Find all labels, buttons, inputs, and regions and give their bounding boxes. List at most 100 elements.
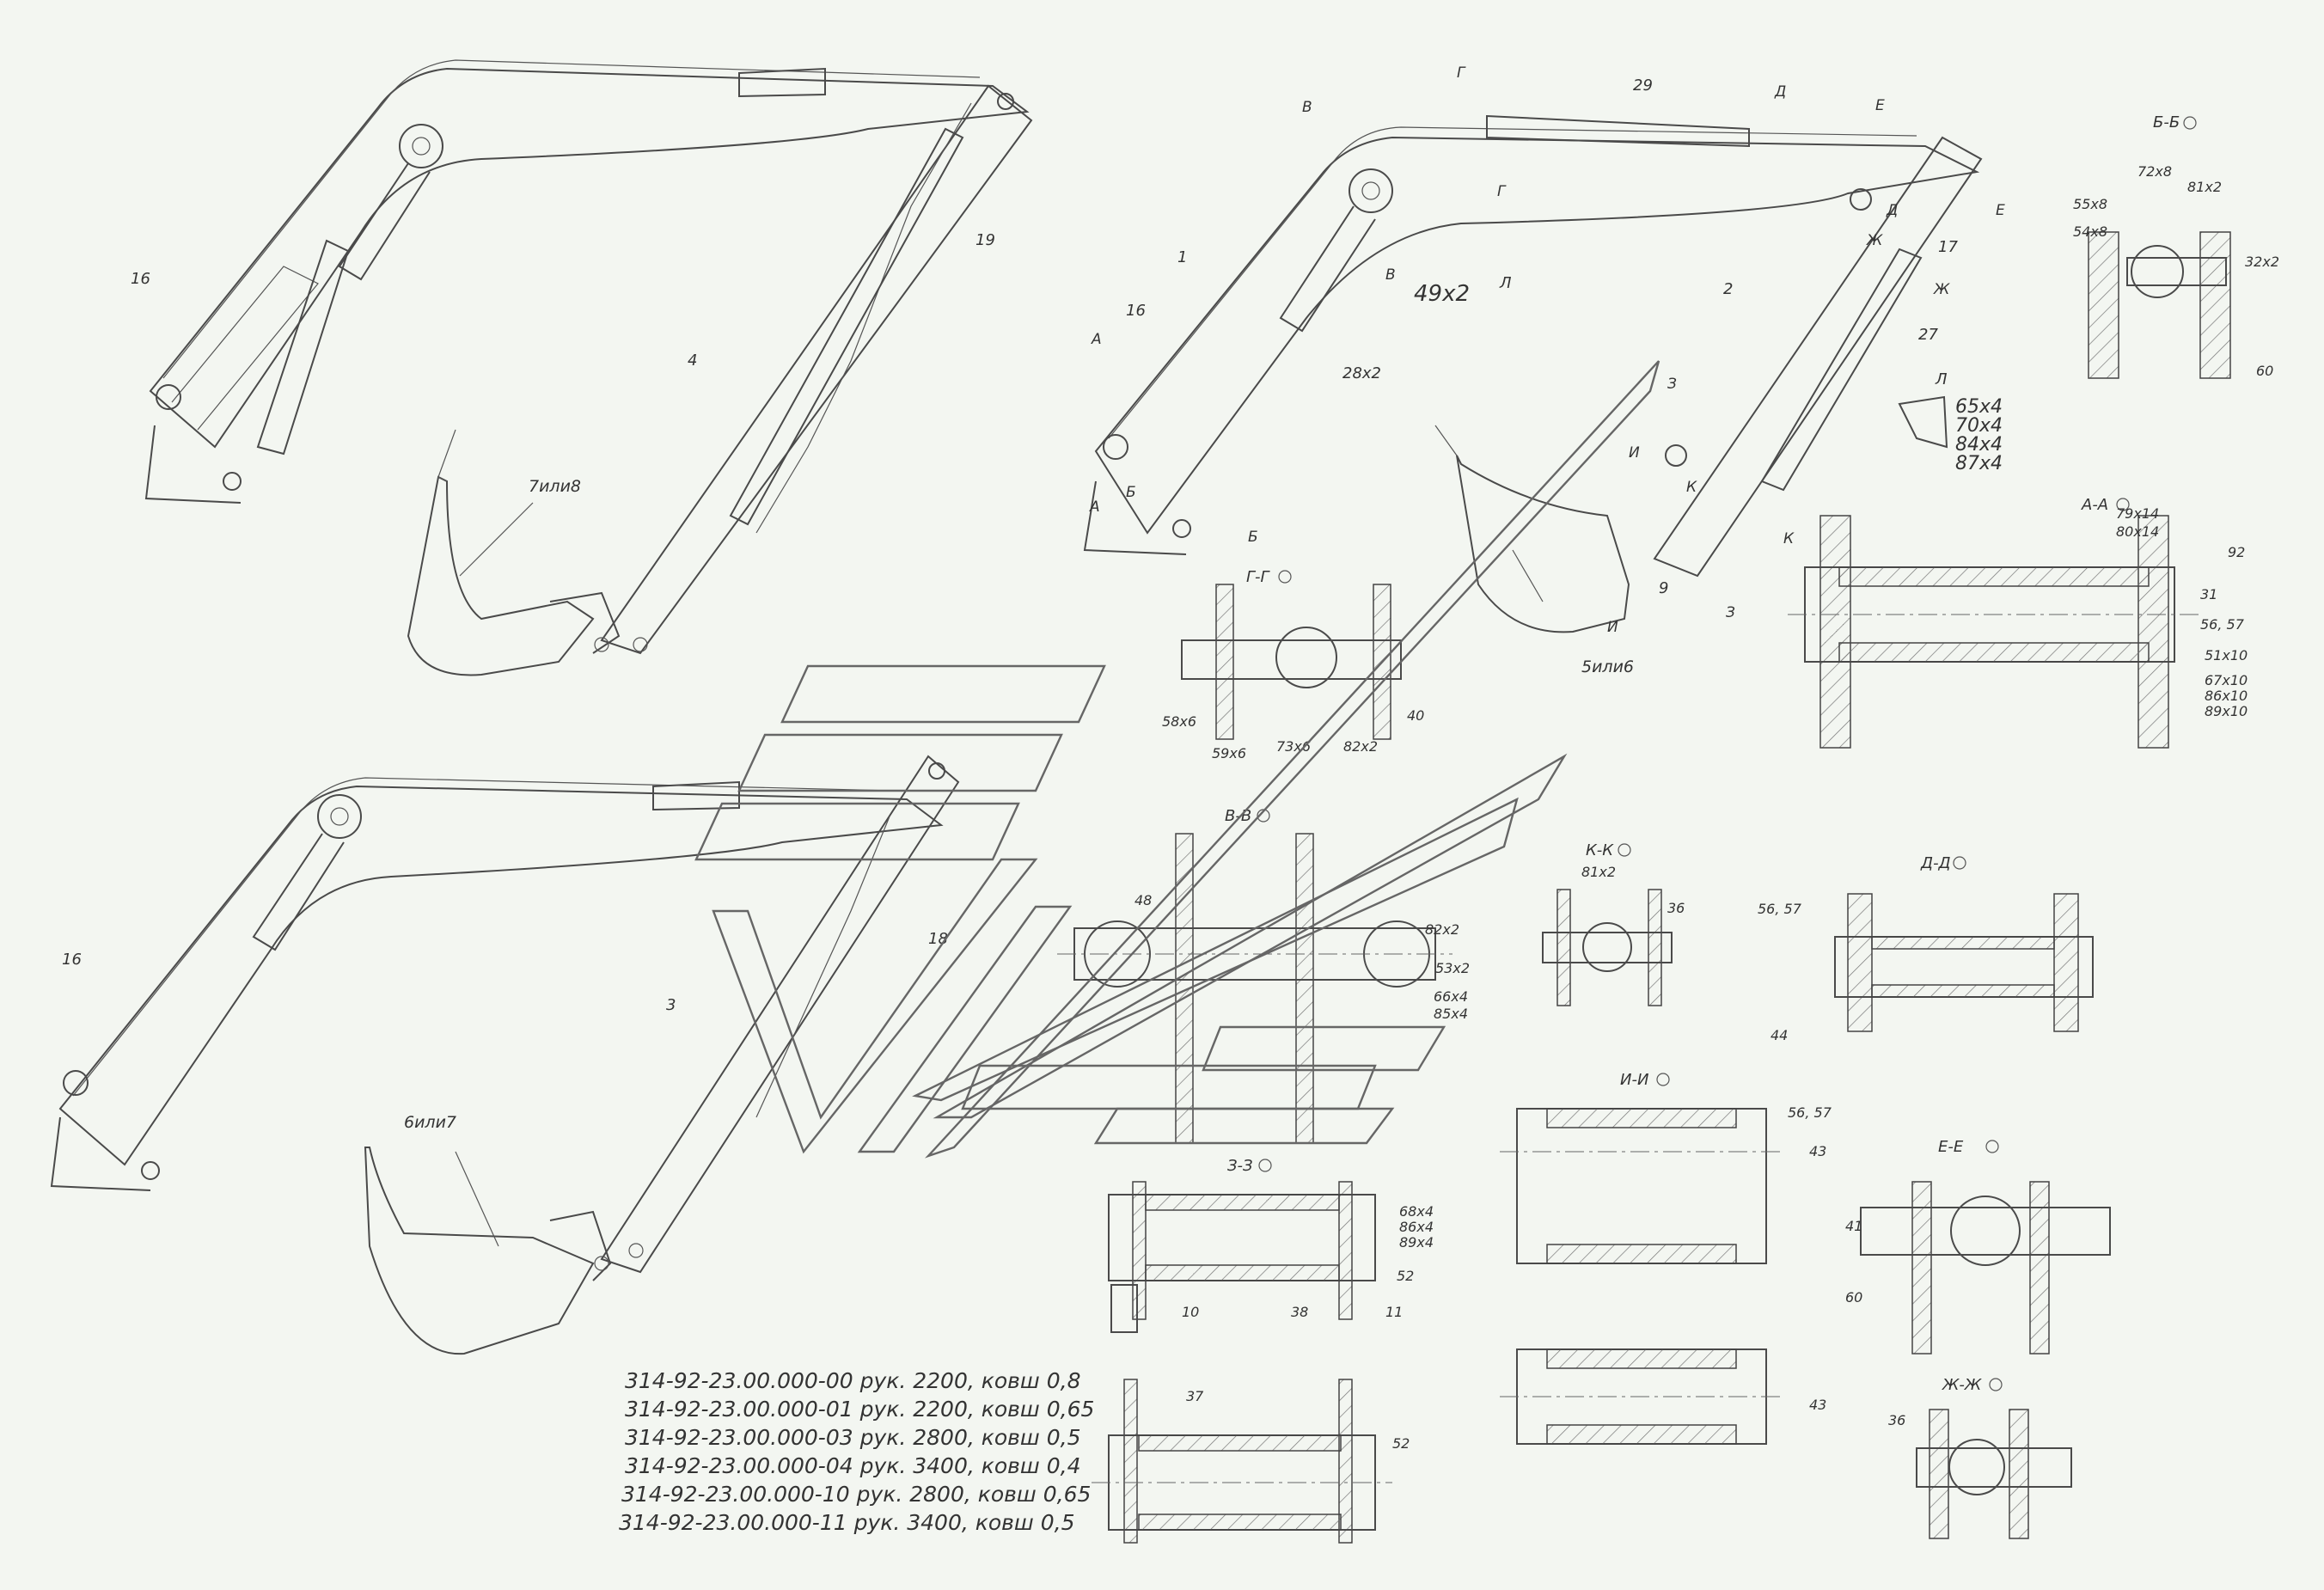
- svg-text:56, 57: 56, 57: [2200, 616, 2245, 633]
- svg-text:В: В: [1302, 99, 1312, 116]
- section-bb: Б-Б 72х8 81х2 55х8 54х8 32х2 60: [2073, 113, 2279, 379]
- svg-text:84х4: 84х4: [1955, 434, 2003, 456]
- svg-text:Д: Д: [1886, 202, 1898, 219]
- part-label: 29: [1633, 76, 1653, 95]
- section-marks: А А Б Б В В Г Г Д Д Е Е Ж Ж З З И И К К: [1089, 64, 2005, 636]
- svg-text:92: 92: [2228, 544, 2245, 560]
- svg-text:37: 37: [1186, 1388, 1204, 1404]
- part-label: 9: [1659, 579, 1668, 597]
- svg-text:89х4: 89х4: [1399, 1234, 1434, 1251]
- svg-text:68х4: 68х4: [1399, 1203, 1434, 1220]
- svg-text:86х10: 86х10: [2205, 688, 2248, 704]
- svg-text:З: З: [1726, 604, 1735, 621]
- svg-text:55х8: 55х8: [2073, 196, 2107, 212]
- part-label: 49х2: [1414, 281, 1470, 307]
- svg-text:60: 60: [1845, 1289, 1862, 1306]
- svg-text:80х14: 80х14: [2116, 523, 2159, 540]
- part-label: 17: [1938, 238, 1958, 256]
- watermark: [694, 360, 1660, 1159]
- part-label: 7или8: [529, 477, 581, 496]
- svg-text:66х4: 66х4: [1434, 988, 1468, 1005]
- svg-text:51х10: 51х10: [2205, 647, 2248, 664]
- svg-text:38: 38: [1291, 1304, 1308, 1320]
- section-title: Б-Б: [2153, 113, 2180, 131]
- part-label: Л: [1499, 274, 1512, 292]
- part-label: 16: [1126, 302, 1146, 320]
- svg-text:89х10: 89х10: [2205, 703, 2248, 719]
- part-label: 6или7: [404, 1113, 456, 1132]
- svg-text:И: И: [1607, 619, 1618, 636]
- svg-text:Д: Д: [1774, 83, 1786, 101]
- section-zhzh: Ж-Ж 36: [1888, 1376, 2072, 1539]
- svg-text:Е: Е: [1996, 202, 2005, 219]
- svg-text:И: И: [1629, 444, 1640, 462]
- svg-text:10: 10: [1182, 1304, 1199, 1320]
- svg-text:79х14: 79х14: [2116, 505, 2159, 522]
- section-zz: З-З 68х4 86х4 89х4 52 10 38 11: [1108, 1157, 1434, 1333]
- section-ii: И-И 56, 57 43 43: [1500, 1071, 1832, 1445]
- section-dd: Д-Д 56, 57 44: [1758, 854, 2094, 1043]
- svg-text:44: 44: [1771, 1027, 1788, 1043]
- variant-row: 314-92-23.00.000-10 рук. 2800, ковш 0,65: [621, 1482, 1091, 1507]
- part-label: 27: [1918, 326, 1938, 344]
- part-label: 28х2: [1342, 364, 1381, 382]
- svg-text:Ж: Ж: [1866, 232, 1883, 249]
- svg-text:43: 43: [1809, 1397, 1826, 1413]
- svg-text:З-З: З-З: [1227, 1157, 1253, 1175]
- boom-assembly-2: [50, 755, 960, 1355]
- svg-text:86х4: 86х4: [1399, 1219, 1434, 1235]
- svg-text:Б: Б: [1126, 484, 1136, 501]
- variant-row: 314-92-23.00.000-04 рук. 3400, ковш 0,4: [625, 1453, 1080, 1478]
- section-vv: В-В 48 82х2 53х2 66х4 85х4: [1057, 807, 1470, 1144]
- variant-row: 314-92-23.00.000-01 рук. 2200, ковш 0,65: [625, 1397, 1094, 1422]
- part-label: 1: [1177, 248, 1187, 266]
- svg-text:85х4: 85х4: [1434, 1006, 1468, 1022]
- svg-text:56, 57: 56, 57: [1788, 1104, 1832, 1121]
- svg-text:82х2: 82х2: [1343, 738, 1378, 755]
- svg-text:Д-Д: Д-Д: [1920, 854, 1951, 872]
- svg-text:52: 52: [1392, 1435, 1410, 1452]
- part-label: 4: [688, 352, 697, 370]
- svg-text:32х2: 32х2: [2245, 254, 2279, 270]
- section-part-37: 37 52: [1092, 1379, 1410, 1544]
- svg-text:А-А: А-А: [2081, 496, 2108, 514]
- variants-list: 314-92-23.00.000-00 рук. 2200, ковш 0,8 …: [619, 1368, 1094, 1535]
- section-kk: К-К 81х2 36: [1542, 841, 1685, 1006]
- svg-text:53х2: 53х2: [1435, 960, 1470, 976]
- svg-text:К-К: К-К: [1586, 841, 1614, 859]
- svg-text:43: 43: [1809, 1143, 1826, 1159]
- svg-text:87х4: 87х4: [1955, 453, 2003, 474]
- section-aa: А-А 79х14 80х14 92 31 56, 57 51х10 67х10…: [1788, 496, 2248, 749]
- svg-text:В: В: [1385, 266, 1396, 284]
- svg-text:Е-Е: Е-Е: [1938, 1138, 1964, 1156]
- svg-text:К: К: [1783, 530, 1795, 547]
- svg-text:11: 11: [1385, 1304, 1403, 1320]
- svg-text:41: 41: [1845, 1218, 1862, 1234]
- svg-text:60: 60: [2256, 363, 2273, 379]
- svg-text:Ж-Ж: Ж-Ж: [1942, 1376, 1982, 1394]
- svg-text:54х8: 54х8: [2073, 223, 2107, 240]
- svg-text:Ж: Ж: [1933, 281, 1950, 298]
- svg-text:А: А: [1091, 331, 1102, 348]
- svg-text:58х6: 58х6: [1162, 713, 1196, 730]
- svg-text:И-И: И-И: [1620, 1071, 1648, 1089]
- variant-row: 314-92-23.00.000-00 рук. 2200, ковш 0,8: [625, 1368, 1080, 1393]
- part-label: 19: [975, 231, 995, 249]
- part-label: 5или6: [1581, 657, 1634, 676]
- svg-text:59х6: 59х6: [1212, 745, 1246, 761]
- part-label: 2: [1723, 280, 1733, 298]
- svg-text:36: 36: [1888, 1412, 1905, 1428]
- variant-row: 314-92-23.00.000-03 рук. 2800, ковш 0,5: [625, 1425, 1080, 1450]
- svg-text:65х4: 65х4: [1955, 396, 2003, 418]
- svg-text:Л: Л: [1935, 370, 1948, 388]
- svg-text:Б: Б: [1248, 529, 1258, 546]
- svg-text:67х10: 67х10: [2205, 672, 2248, 688]
- svg-text:48: 48: [1134, 892, 1152, 908]
- svg-text:36: 36: [1667, 900, 1685, 916]
- section-ee: Е-Е 41 60: [1845, 1138, 2111, 1355]
- part-label: 3: [666, 996, 676, 1014]
- svg-text:Г: Г: [1497, 183, 1507, 200]
- svg-text:82х2: 82х2: [1425, 921, 1459, 938]
- svg-text:81х2: 81х2: [1581, 864, 1616, 880]
